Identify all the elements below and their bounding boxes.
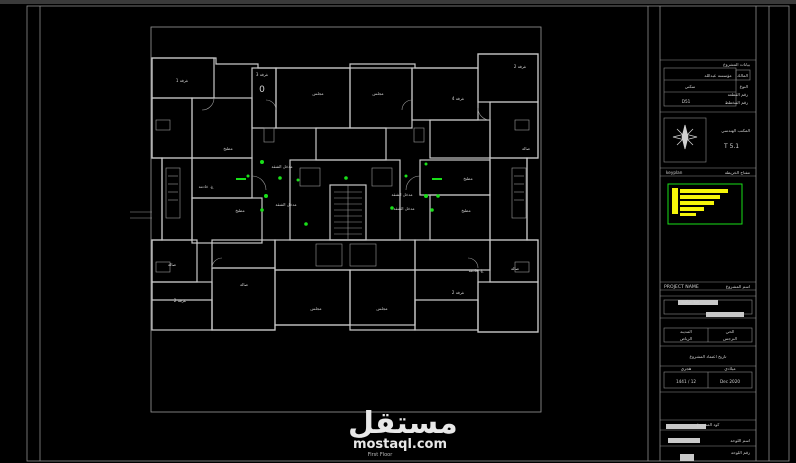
sheet-name-label: اسم اللوحة (730, 438, 750, 443)
window-top-bar (0, 0, 796, 4)
owner-section-title: بيانات المشروع (723, 62, 750, 67)
plan-title: First Floor (367, 452, 393, 458)
keyplan-en: keyplan (666, 170, 683, 175)
room-label-6: غرفة 2 (452, 290, 464, 295)
keyplan-bars (672, 188, 728, 216)
room-number: 0 (259, 85, 265, 95)
room-label-living-2: مجلس (372, 91, 383, 96)
date-section-title: تاريخ اعتماد المشروع (690, 354, 728, 359)
watermark-logo-arabic: مستقل (348, 406, 458, 441)
redaction-bars (666, 300, 744, 461)
hijri-value: 1441 / 12 (676, 379, 696, 384)
type-value: سكني (685, 84, 696, 89)
owner-value: مؤسسة عبدالله (704, 73, 731, 78)
gregorian-label: ميلادي (724, 366, 735, 371)
room-label-living-1: مجلس (312, 91, 323, 96)
keyplan-ar: مفتاح الخريطة (725, 170, 750, 175)
room-label-hall-1: صالة (522, 146, 531, 151)
north-arrow-icon (672, 124, 698, 150)
consultant-code: T 5.1 (723, 143, 739, 150)
room-label-maid-2: غ. خادمة (469, 268, 484, 273)
district-label: المدينة (680, 329, 692, 334)
keyplan-frame (667, 183, 743, 225)
hijri-label: هجري (681, 366, 692, 371)
project-value: فيلا سكنية (681, 299, 699, 304)
project-name-en: PROJECT NAME (664, 284, 699, 290)
fixtures (130, 97, 530, 273)
room-label-3: غرفة 3 (256, 72, 268, 77)
room-label-entry-3: مدخل الشقة (275, 202, 296, 207)
city-label: الحي (726, 329, 735, 334)
room-label-kitchen-1: مطبخ (223, 146, 232, 151)
sheet-number-label: رقم اللوحة (731, 450, 750, 455)
room-label-entry-2: مدخل الشقة (391, 192, 412, 197)
room-label-4: غرفة 4 (452, 96, 464, 101)
room-label-1: غرفة 1 (176, 78, 188, 83)
project-name-ar: اسم المشروع (726, 284, 750, 289)
room-label-living-4: مجلس (376, 306, 387, 311)
consultant-label: المكتب الهندسي (721, 128, 750, 133)
owner-label: المالك (737, 73, 748, 78)
room-label-2: غرفة 2 (514, 64, 526, 69)
green-markers (236, 160, 442, 226)
project-code-label: كود المشروع (697, 422, 720, 427)
type-label: النوع (740, 84, 748, 89)
room-label-kitchen-3: مطبخ (235, 208, 244, 213)
plot-value: D51 (682, 99, 691, 104)
gregorian-value: Dec 2020 (720, 379, 740, 384)
floor-plan-walls (151, 53, 539, 333)
room-label-entry-4: مدخل الشقة (393, 206, 414, 211)
room-label-kitchen-2: مطبخ (463, 176, 472, 181)
room-label-maid-1: غ. خادمة (199, 184, 214, 189)
plan-label: رقم المخطط (725, 100, 748, 105)
room-label-living-3: مجلس (310, 306, 321, 311)
plot-label: رقم القطعة (728, 92, 748, 97)
room-label-hall-3: صالة (240, 282, 249, 287)
title-block-lines (660, 59, 756, 447)
room-label-hall-4: صالة (511, 266, 520, 271)
room-label-kitchen-4: مطبخ (461, 208, 470, 213)
room-label-5: غرفة 2 (174, 298, 186, 303)
watermark-url: mostaql.com (352, 437, 448, 452)
room-labels: غرفة 1 غرفة 2 غرفة 3 غرفة 4 غرفة 2 غرفة … (168, 64, 531, 311)
room-label-hall-2: صالة (168, 262, 177, 267)
sheet-border (26, 5, 790, 462)
plot-boundary (150, 26, 542, 413)
district-value: الرياض (680, 336, 692, 341)
room-label-entry-1: مدخل الشقة (271, 164, 292, 169)
city-value: النرجس (723, 336, 737, 341)
